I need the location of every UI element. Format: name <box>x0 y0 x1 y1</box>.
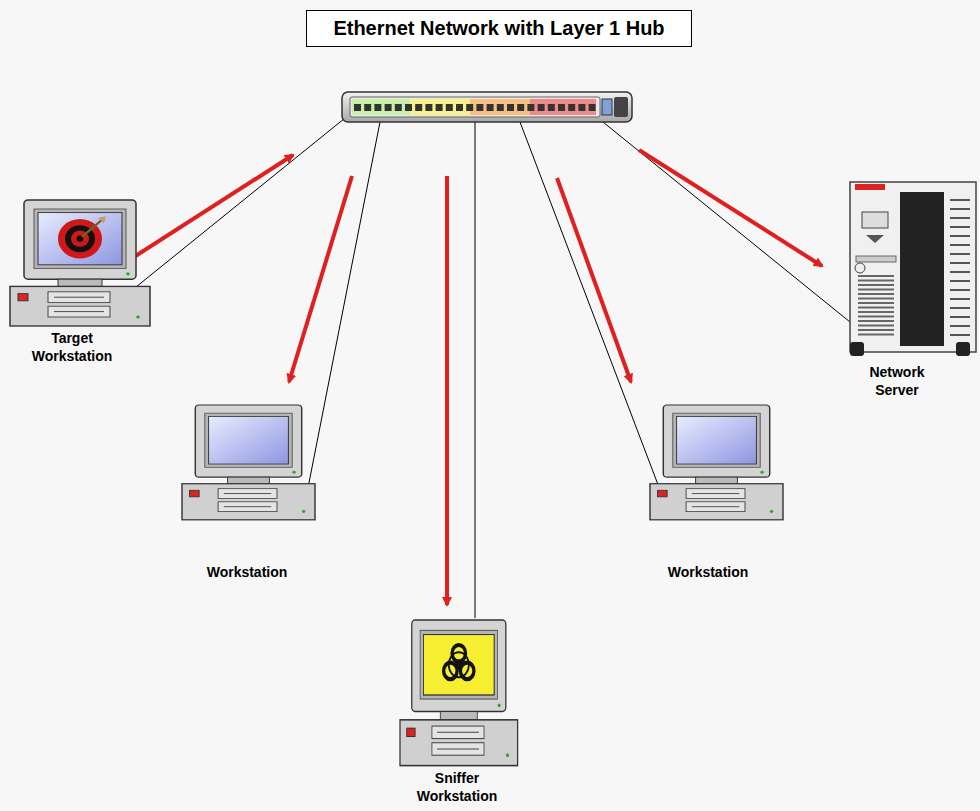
device-label: Network Server <box>852 364 942 399</box>
title: Ethernet Network with Layer 1 Hub <box>306 10 691 47</box>
hub <box>342 92 632 122</box>
workstation-icon <box>650 405 783 520</box>
traffic-arrow <box>134 150 822 605</box>
server-icon <box>850 182 976 356</box>
target-workstation-icon <box>10 200 150 326</box>
cable <box>136 114 850 618</box>
device-label: Workstation <box>643 564 773 582</box>
device-label: Target Workstation <box>17 330 127 365</box>
workstation-icon <box>182 405 315 520</box>
label-text: Workstation <box>182 564 312 582</box>
sniffer-workstation-icon <box>400 620 518 766</box>
device-label: Sniffer Workstation <box>402 770 512 805</box>
label-text: Target Workstation <box>17 330 127 365</box>
label-text: Sniffer Workstation <box>402 770 512 805</box>
label-text: Workstation <box>643 564 773 582</box>
label-text: Network Server <box>852 364 942 399</box>
device-label: Workstation <box>182 564 312 582</box>
